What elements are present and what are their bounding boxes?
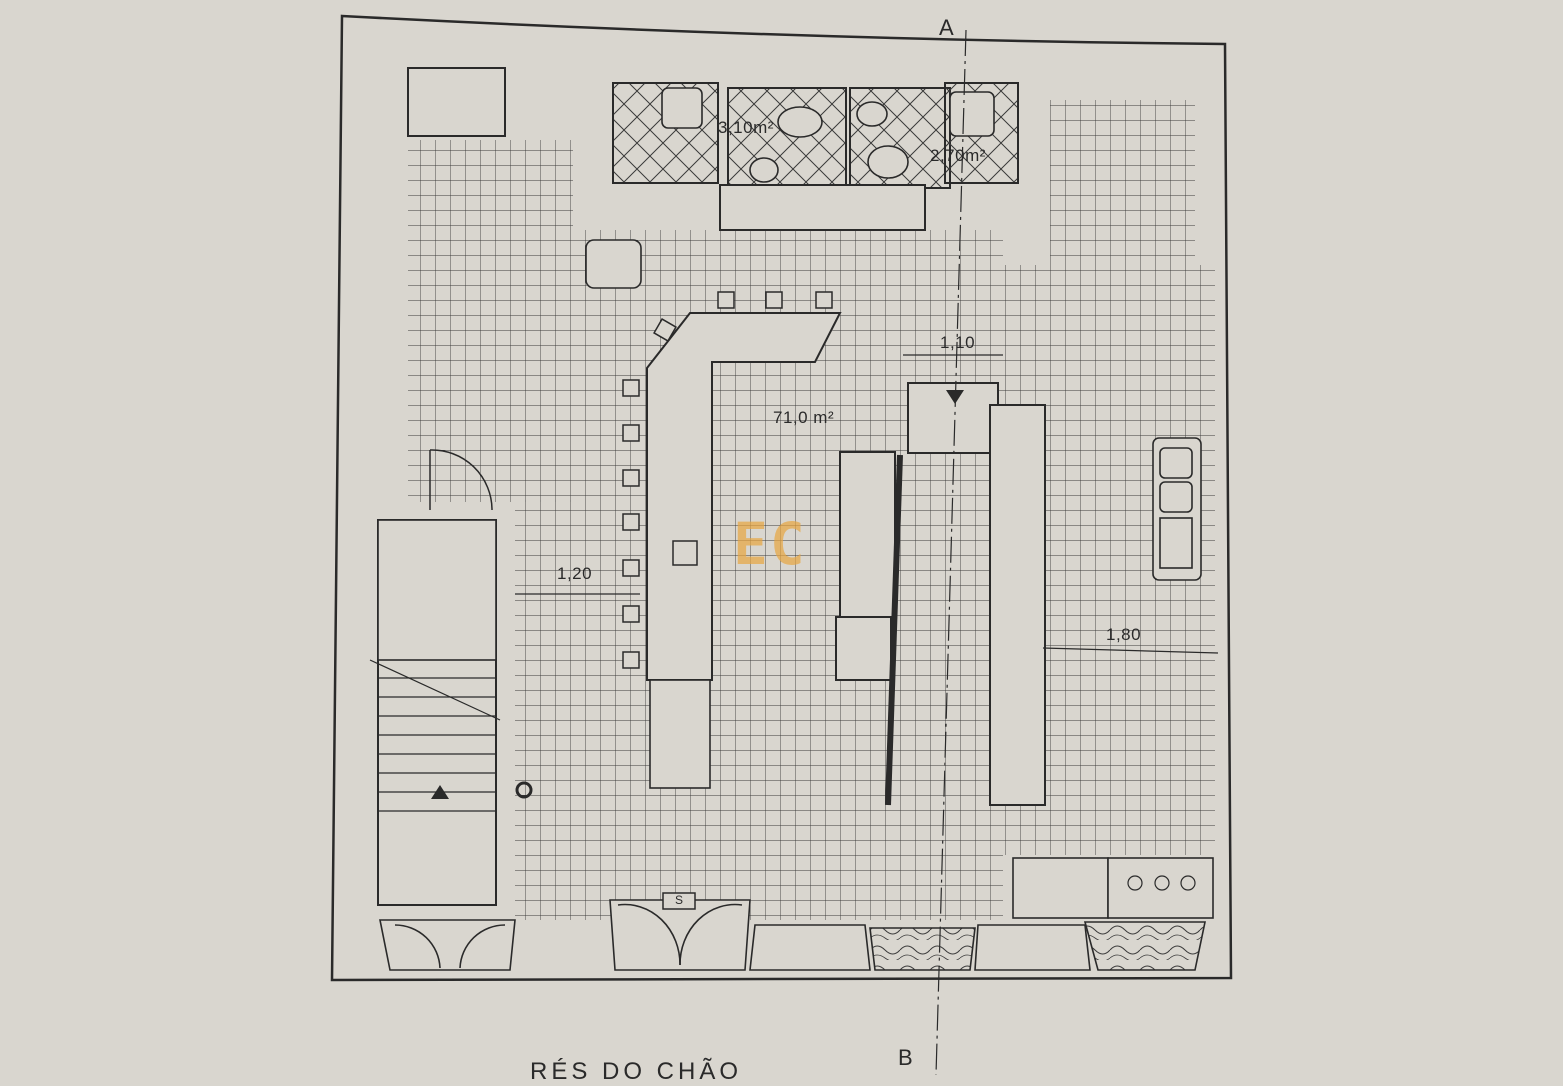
bar-post	[672, 540, 698, 566]
washbasin-hall	[585, 239, 642, 289]
dimension-lines	[515, 354, 1219, 654]
section-label-top: A	[939, 15, 955, 40]
outlet-box-label: S	[675, 893, 684, 907]
section-label-bottom: B	[898, 1045, 914, 1070]
area-label-wc-right: 2,70m²	[930, 146, 986, 165]
staircase	[369, 449, 501, 906]
outlet-box-frame	[662, 892, 696, 910]
kitchen-fixtures	[1012, 437, 1214, 919]
washbasin-right	[949, 91, 995, 137]
watermark-logo: EC	[733, 510, 807, 578]
bathroom-fixtures	[585, 87, 995, 289]
entrance-doors	[379, 899, 1206, 971]
bar-stools	[622, 291, 833, 669]
dimension-label-top: 1,10	[940, 333, 976, 352]
building-outline	[330, 14, 1233, 982]
bar-counter	[646, 312, 842, 681]
toilet-right	[867, 145, 909, 179]
bidet-right	[856, 101, 888, 127]
area-label-wc-left: 3,10m²	[718, 118, 774, 137]
bidet-left	[749, 157, 779, 183]
bar-extension	[649, 679, 711, 789]
column-marker-icon	[515, 781, 533, 799]
furniture-center	[835, 382, 1046, 806]
dimension-label-right: 1,80	[1106, 625, 1142, 644]
area-label-main-room: 71,0 m²	[773, 408, 835, 427]
washbasin-left	[661, 87, 703, 129]
dimension-label-left: 1,20	[557, 564, 593, 583]
toilet-left	[777, 106, 823, 138]
drawing-title: RÉS DO CHÃO	[530, 1058, 743, 1085]
section-line	[935, 29, 967, 1076]
stair-up-arrow-icon	[431, 785, 449, 799]
